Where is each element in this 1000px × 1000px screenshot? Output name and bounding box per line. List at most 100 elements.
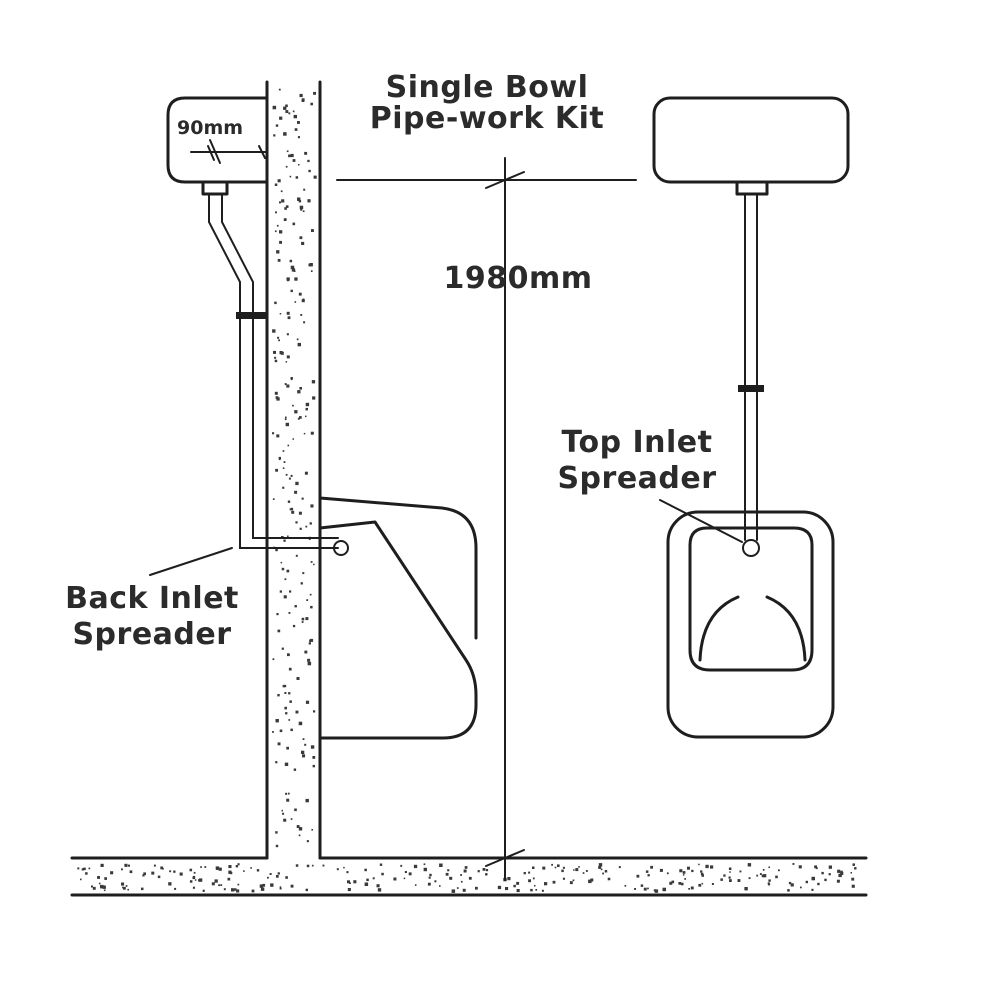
texture-speck — [250, 867, 252, 869]
texture-speck — [295, 521, 298, 524]
texture-speck — [280, 190, 283, 193]
texture-speck — [682, 874, 685, 876]
texture-speck — [295, 481, 299, 486]
texture-speck — [711, 883, 714, 885]
texture-speck — [475, 886, 478, 890]
texture-speck — [274, 183, 278, 186]
texture-speck — [759, 873, 762, 875]
texture-speck — [286, 798, 290, 802]
texture-speck — [311, 829, 313, 831]
texture-speck — [286, 569, 290, 573]
texture-speck — [88, 867, 91, 870]
texture-speck — [285, 110, 289, 113]
texture-speck — [151, 871, 155, 875]
texture-speck — [276, 224, 279, 227]
texture-speck — [273, 350, 276, 354]
texture-speck — [299, 93, 303, 98]
texture-speck — [573, 869, 575, 871]
texture-speck — [310, 745, 315, 749]
texture-speck — [287, 279, 289, 282]
texture-speck — [103, 889, 106, 892]
texture-speck — [301, 299, 305, 303]
texture-speck — [285, 361, 288, 363]
texture-speck — [288, 719, 291, 721]
texture-speck — [679, 869, 683, 873]
texture-speck — [301, 750, 305, 754]
texture-speck — [460, 880, 463, 883]
texture-speck — [541, 889, 544, 892]
texture-speck — [286, 277, 290, 281]
texture-speck — [792, 863, 795, 865]
texture-speck — [600, 868, 603, 871]
texture-speck — [582, 872, 585, 874]
texture-speck — [275, 831, 278, 834]
texture-speck — [343, 866, 345, 869]
texture-speck — [100, 863, 104, 867]
texture-speck — [729, 871, 731, 873]
texture-speck — [85, 872, 88, 875]
texture-speck — [282, 486, 285, 489]
texture-speck — [293, 768, 297, 771]
texture-speck — [278, 339, 280, 342]
texture-speck — [767, 883, 771, 886]
texture-speck — [174, 887, 177, 890]
texture-speck — [173, 870, 176, 873]
texture-speck — [285, 104, 288, 108]
texture-speck — [303, 188, 306, 191]
texture-speck — [142, 874, 145, 877]
texture-speck — [299, 387, 302, 390]
texture-speck — [313, 563, 315, 566]
texture-speck — [682, 871, 686, 874]
texture-speck — [276, 613, 279, 616]
texture-speck — [298, 292, 302, 296]
texture-speck — [286, 746, 289, 750]
texture-speck — [305, 415, 307, 418]
texture-speck — [277, 179, 281, 183]
texture-speck — [647, 874, 650, 877]
texture-speck — [122, 886, 124, 889]
texture-speck — [279, 886, 282, 888]
texture-speck — [285, 205, 289, 208]
texture-speck — [286, 311, 290, 315]
texture-speck — [234, 888, 237, 891]
texture-speck — [787, 889, 790, 892]
texture-speck — [283, 684, 287, 688]
texture-speck — [300, 582, 303, 585]
texture-speck — [302, 738, 305, 740]
texture-speck — [298, 827, 303, 831]
texture-speck — [313, 710, 316, 713]
texture-speck — [287, 792, 290, 795]
texture-speck — [272, 432, 275, 435]
floor — [70, 856, 868, 897]
urinal-front — [666, 510, 835, 739]
texture-speck — [276, 397, 280, 401]
texture-speck — [768, 866, 770, 869]
texture-speck — [497, 885, 502, 890]
texture-speck — [643, 887, 647, 891]
texture-speck — [216, 868, 218, 870]
texture-speck — [129, 870, 133, 874]
texture-speck — [761, 874, 765, 878]
pipe-clip — [236, 312, 266, 319]
texture-speck — [308, 642, 311, 645]
texture-speck — [92, 886, 96, 890]
texture-speck — [602, 872, 604, 875]
texture-speck — [523, 872, 526, 875]
texture-speck — [305, 798, 309, 803]
texture-speck — [279, 887, 282, 890]
texture-speck — [97, 876, 100, 879]
texture-speck — [295, 176, 299, 179]
texture-speck — [403, 877, 406, 880]
texture-speck — [284, 383, 287, 386]
texture-speck — [285, 165, 288, 168]
texture-speck — [289, 175, 292, 178]
texture-speck — [447, 869, 450, 872]
texture-speck — [157, 875, 161, 879]
texture-speck — [143, 872, 146, 876]
texture-speck — [434, 880, 437, 883]
texture-speck — [290, 265, 295, 270]
texture-speck — [227, 877, 231, 881]
texture-speck — [279, 729, 283, 733]
texture-speck — [691, 869, 694, 873]
texture-speck — [189, 868, 193, 872]
